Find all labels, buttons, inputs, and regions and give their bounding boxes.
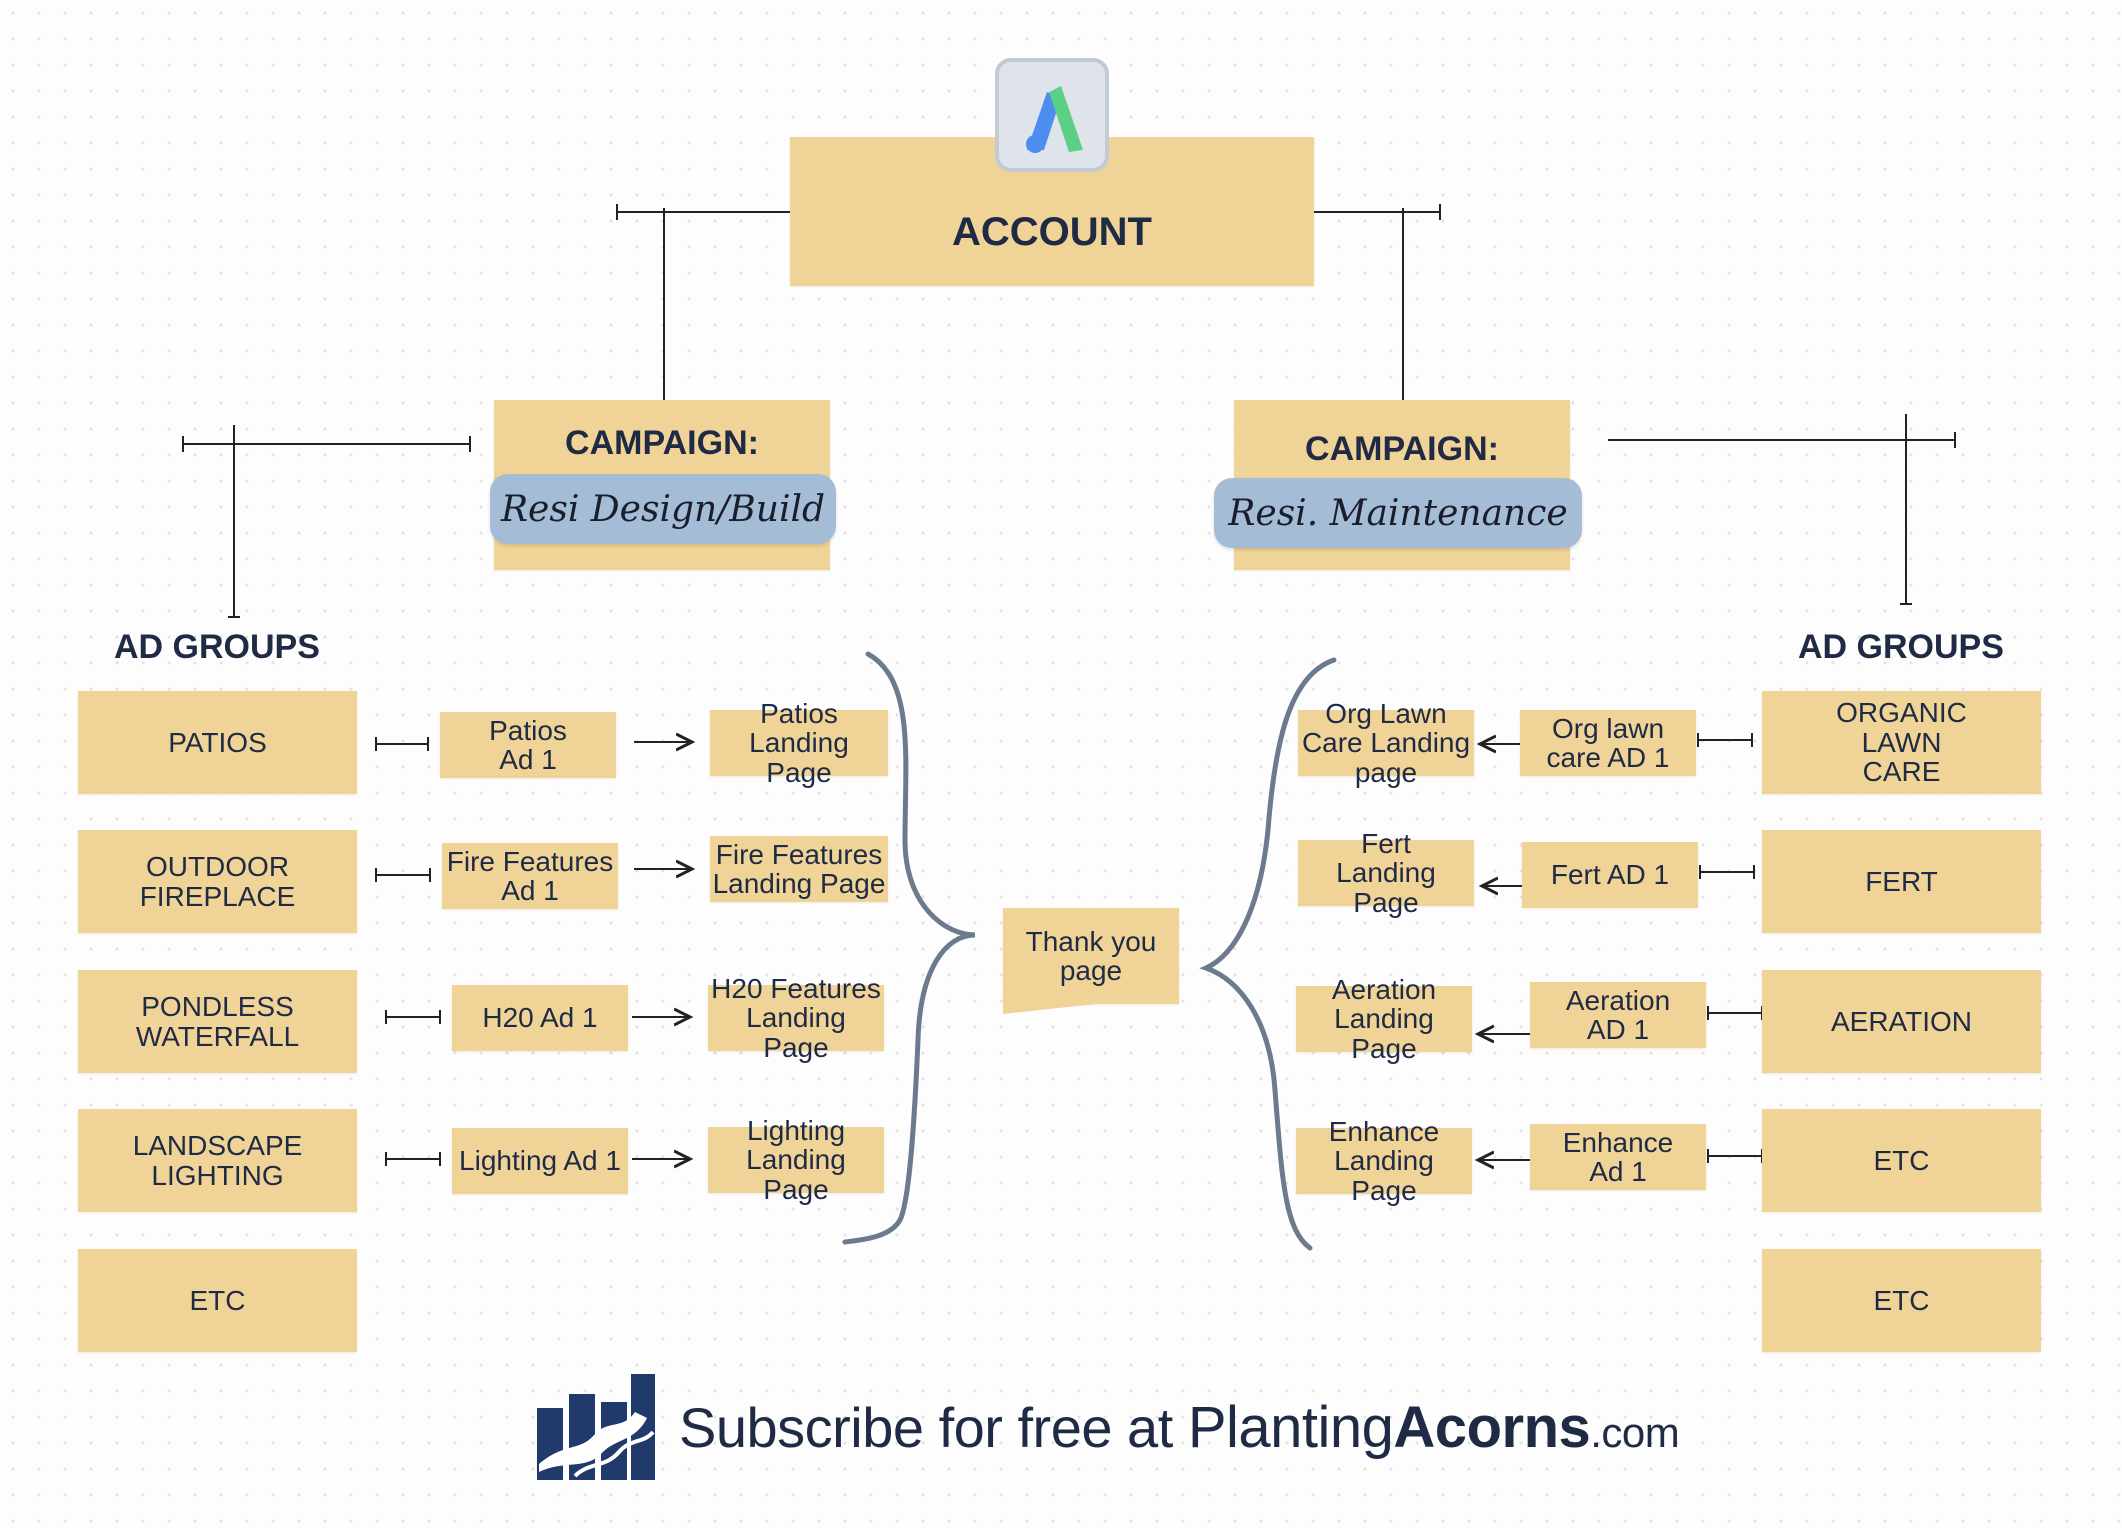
landing-page-box: Enhance Landing Page — [1296, 1117, 1472, 1205]
ad-group-box: PATIOS — [78, 691, 357, 794]
ad-box: Enhance Ad 1 — [1530, 1124, 1706, 1190]
campaign-title: CAMPAIGN: — [1305, 430, 1499, 468]
account-label: ACCOUNT — [952, 209, 1152, 254]
footer: Subscribe for free at PlantingAcorns.com — [535, 1372, 1680, 1482]
thank-you-page-box: Thank you page — [1003, 908, 1179, 1004]
planting-acorns-logo-icon — [535, 1372, 657, 1482]
landing-page-box: Fire Features Landing Page — [710, 836, 888, 902]
google-ads-logo-icon — [995, 58, 1109, 172]
ad-group-box: ORGANIC LAWN CARE — [1762, 691, 2041, 794]
footer-brand[interactable]: PlantingAcorns.com — [1187, 1394, 1680, 1460]
landing-page-box: Aeration Landing Page — [1296, 975, 1472, 1063]
ad-group-box: ETC — [1762, 1249, 2041, 1352]
ad-groups-heading-left: AD GROUPS — [114, 628, 320, 666]
ad-group-box: ETC — [78, 1249, 357, 1352]
landing-page-box: Patios Landing Page — [710, 699, 888, 787]
ad-group-box: AERATION — [1762, 970, 2041, 1073]
campaign-name-pill: Resi Design/Build — [490, 474, 836, 544]
ad-group-box: LANDSCAPE LIGHTING — [78, 1109, 357, 1212]
ad-box: Aeration AD 1 — [1530, 982, 1706, 1048]
ad-box: Patios Ad 1 — [440, 712, 616, 778]
ad-group-box: FERT — [1762, 830, 2041, 933]
footer-brand-suffix: .com — [1590, 1408, 1680, 1456]
landing-page-box: Org Lawn Care Landing page — [1298, 699, 1474, 787]
ad-group-box: OUTDOOR FIREPLACE — [78, 830, 357, 933]
ad-box: H20 Ad 1 — [452, 985, 628, 1051]
landing-page-box: H20 Features Landing Page — [708, 974, 884, 1062]
footer-brand-light: Planting — [1187, 1394, 1394, 1460]
footer-subscribe-text: Subscribe for free at — [679, 1395, 1173, 1459]
campaign-title: CAMPAIGN: — [565, 424, 759, 462]
ad-box: Org lawn care AD 1 — [1520, 710, 1696, 776]
landing-page-box: Fert Landing Page — [1298, 829, 1474, 917]
ad-group-box: PONDLESS WATERFALL — [78, 970, 357, 1073]
ad-box: Fire Features Ad 1 — [442, 843, 618, 909]
footer-brand-bold: Acorns — [1393, 1394, 1591, 1460]
ad-box: Lighting Ad 1 — [452, 1128, 628, 1194]
footer-text: Subscribe for free at PlantingAcorns.com — [679, 1394, 1680, 1461]
ad-group-box: ETC — [1762, 1109, 2041, 1212]
ad-groups-heading-right: AD GROUPS — [1798, 628, 2004, 666]
campaign-name-pill: Resi. Maintenance — [1214, 478, 1582, 548]
landing-page-box: Lighting Landing Page — [708, 1116, 884, 1204]
ad-box: Fert AD 1 — [1522, 842, 1698, 908]
account-box: ACCOUNT — [790, 137, 1314, 286]
